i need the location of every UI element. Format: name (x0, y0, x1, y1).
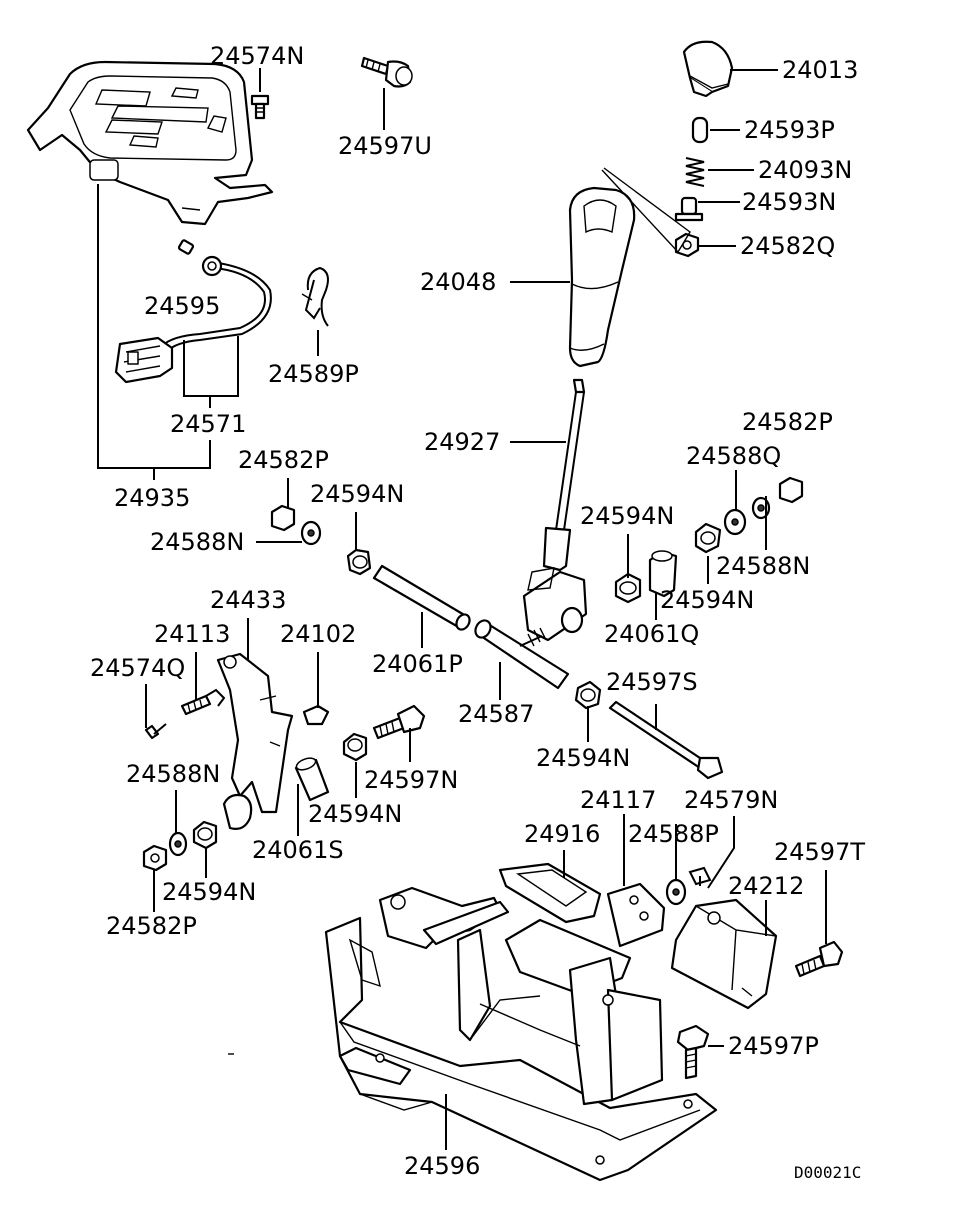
bushing-24594N-a (346, 548, 372, 576)
part-label-24587: 24587 (458, 700, 534, 728)
part-label-24597T: 24597T (774, 838, 865, 866)
part-label-24594N-c: 24594N (660, 586, 754, 614)
leader-lines (97, 68, 827, 1150)
knob-24048 (568, 167, 691, 368)
pin-24102 (302, 704, 330, 726)
part-label-24102: 24102 (280, 620, 356, 648)
bushing-24594N-e (192, 820, 218, 850)
part-label-24593N: 24593N (742, 188, 836, 216)
part-label-24597N: 24597N (364, 766, 458, 794)
bushing-24594N-f (574, 680, 602, 710)
switch-box-24212 (670, 898, 778, 1010)
part-label-24117: 24117 (580, 786, 656, 814)
part-label-24595: 24595 (144, 292, 220, 320)
bolt-24597T (794, 940, 844, 978)
part-label-24048: 24048 (420, 268, 496, 296)
part-label-24588N-b: 24588N (716, 552, 810, 580)
shaft-24587 (474, 619, 570, 690)
part-label-24061Q: 24061Q (604, 620, 699, 648)
bolt-24597P (676, 1024, 710, 1080)
cable-assembly-24571 (114, 239, 272, 384)
shift-mechanism-base-24596 (324, 862, 718, 1182)
screw-24574Q (144, 723, 167, 740)
bracket-24433 (216, 652, 294, 830)
part-label-24597S: 24597S (606, 668, 698, 696)
collar-24061S (294, 757, 330, 802)
part-label-24596: 24596 (404, 1152, 480, 1180)
bolt-24597U (360, 56, 413, 88)
part-label-24571: 24571 (170, 410, 246, 438)
bolt-24597S (608, 700, 724, 780)
part-label-24433: 24433 (210, 586, 286, 614)
part-label-24594N-a: 24594N (310, 480, 404, 508)
part-label-24582P-a: 24582P (742, 408, 833, 436)
part-label-24113: 24113 (154, 620, 230, 648)
nut-24582Q (674, 232, 700, 258)
part-label-24588Q: 24588Q (686, 442, 781, 470)
part-label-24093N: 24093N (758, 156, 852, 184)
clip-24589P (301, 266, 329, 327)
washer-24588P (665, 878, 687, 906)
washer-24588N-left (300, 520, 322, 546)
part-label-24574N: 24574N (210, 42, 304, 70)
part-label-24594N-d: 24594N (536, 744, 630, 772)
part-label-24597P: 24597P (728, 1032, 819, 1060)
part-label-24582Q: 24582Q (740, 232, 835, 260)
part-label-24574Q: 24574Q (90, 654, 185, 682)
pin-24593P (691, 116, 709, 144)
bolt-24574N (250, 94, 270, 120)
pin-24593N (674, 196, 704, 222)
cotter-pin-24579N (688, 866, 712, 886)
part-label-24013: 24013 (782, 56, 858, 84)
part-label-24061P: 24061P (372, 650, 463, 678)
part-label-24588N-c: 24588N (126, 760, 220, 788)
clip-24113 (180, 688, 226, 716)
part-label-24594N-b: 24594N (580, 502, 674, 530)
part-label-24579N: 24579N (684, 786, 778, 814)
part-label-24597U: 24597U (338, 132, 432, 160)
part-labels: 24574N 24597U 24013 24593P 24093N 24593N… (90, 42, 865, 1182)
pin-24061P (372, 564, 471, 631)
washer-24588N-lower (168, 831, 188, 857)
knob-button-24013 (682, 40, 734, 98)
bushing-24594N-b (694, 522, 722, 554)
part-label-24927: 24927 (424, 428, 500, 456)
bolt-24597N (372, 704, 426, 740)
shift-lever-24927 (522, 378, 588, 642)
bushing-24594N-c (614, 572, 642, 604)
part-label-24588N-a: 24588N (150, 528, 244, 556)
part-label-24916: 24916 (524, 820, 600, 848)
part-label-24935: 24935 (114, 484, 190, 512)
washer-24588Q (723, 508, 747, 536)
spring-24093N (685, 157, 705, 187)
part-label-24582P-c: 24582P (106, 912, 197, 940)
indicator-housing (26, 60, 274, 226)
part-label-24593P: 24593P (744, 116, 835, 144)
nut-24582P-right (778, 476, 804, 504)
part-label-24061S: 24061S (252, 836, 344, 864)
part-label-24589P: 24589P (268, 360, 359, 388)
bushing-24594N-d (342, 732, 368, 762)
part-label-24588P: 24588P (628, 820, 719, 848)
part-label-24594N-f: 24594N (162, 878, 256, 906)
nut-24582P-lower (142, 844, 168, 872)
part-label-24582P-b: 24582P (238, 446, 329, 474)
plate-24117 (606, 882, 666, 948)
nut-24582P-left (270, 504, 296, 532)
part-label-24594N-e: 24594N (308, 800, 402, 828)
collar-24061Q (648, 550, 678, 598)
diagram-code: D00021C (794, 1163, 861, 1182)
part-label-24212: 24212 (728, 872, 804, 900)
